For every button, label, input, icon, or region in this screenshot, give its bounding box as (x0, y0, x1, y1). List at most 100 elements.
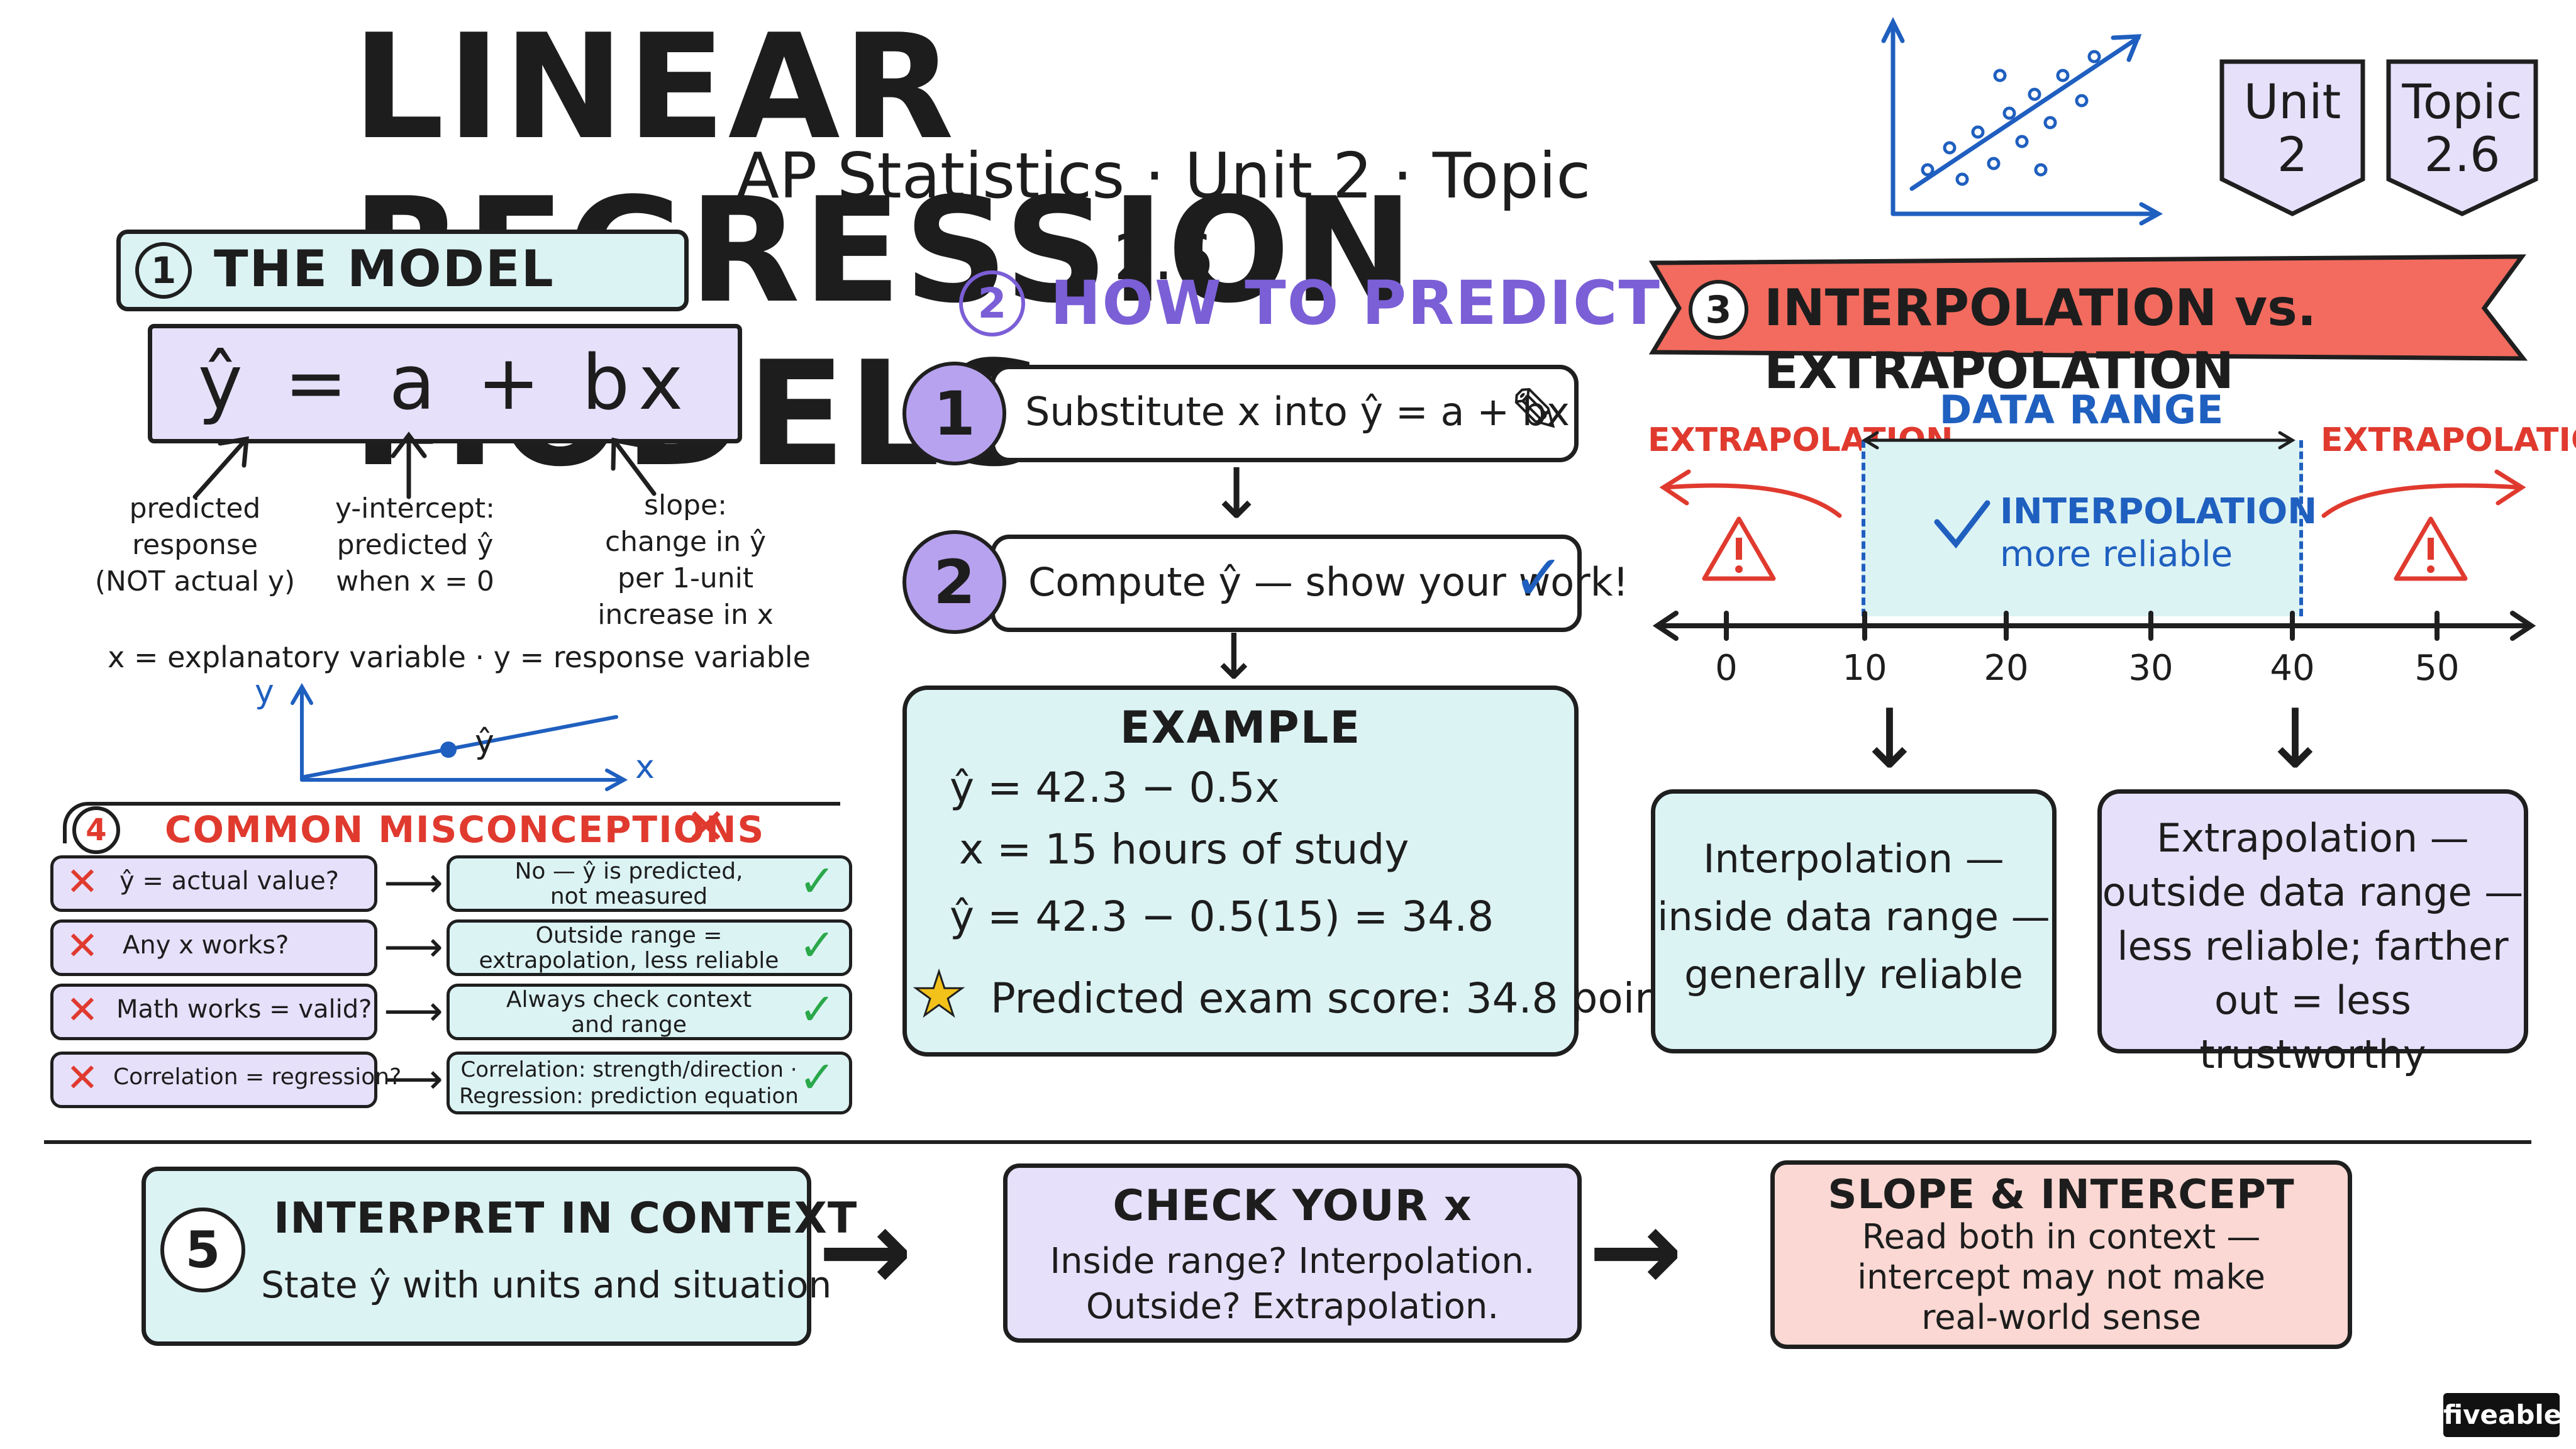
misconception-wrong-text: Math works = valid? (116, 995, 372, 1024)
interpret-context-text: State ŷ with units and situation (261, 1263, 832, 1306)
interpret-context-box (142, 1167, 811, 1346)
step-2-box (991, 535, 1582, 632)
scatter-plot-icon (1881, 17, 2163, 226)
step-1-number: 1 (902, 362, 1006, 465)
extrapolation-box (2097, 789, 2528, 1053)
misconception-wrong-3 (50, 984, 377, 1040)
arrow-right-icon: ⟶ (384, 1055, 443, 1103)
star-icon: ★ (911, 958, 967, 1031)
interpolation-region (1862, 440, 2303, 616)
check-icon: ✓ (799, 1052, 836, 1103)
wrong-x-icon: ✕ (66, 858, 99, 904)
number-line-diagram (1652, 431, 2536, 641)
section-number-1: 1 (135, 242, 192, 299)
arrow-down-icon: ↓ (1208, 620, 1260, 694)
interpret-context-title: INTERPRET IN CONTEXT (274, 1194, 858, 1243)
arrow-down-icon: ↓ (2261, 691, 2329, 787)
misconception-wrong-1 (50, 855, 377, 912)
misconception-wrong-text: Any x works? (123, 931, 289, 960)
misconception-right-4 (447, 1052, 852, 1114)
page-subtitle: AP Statistics · Unit 2 · Topic 2.6 (736, 139, 1591, 294)
tick-label: 20 (1984, 648, 2029, 689)
mini-regression-graph (291, 682, 628, 791)
wrong-x-icon: ✕ (66, 987, 99, 1033)
check-your-x-text: Inside range? Interpolation.Outside? Ext… (1050, 1241, 1535, 1327)
arrow-right-icon: → (818, 1185, 913, 1317)
tick-label: 50 (2414, 648, 2460, 689)
mini-graph-y-label: y (255, 673, 274, 711)
misconception-right-1 (447, 855, 852, 912)
arrow-right-icon: ⟶ (384, 858, 443, 907)
section-number-2: 2 (959, 270, 1025, 336)
misconception-right-2 (447, 919, 852, 976)
model-heading: THE MODEL (214, 240, 555, 298)
variables-definition: x = explanatory variable · y = response … (108, 640, 811, 674)
unit-badge (2219, 59, 2365, 216)
slope-intercept-box (1770, 1160, 2352, 1349)
misconceptions-heading: COMMON MISCONCEPTIONS (165, 808, 765, 851)
misconceptions-heading-underline (63, 802, 840, 843)
example-title: EXAMPLE (1119, 702, 1362, 753)
misconception-wrong-text: Correlation = regression? (113, 1064, 402, 1090)
interp-heading: INTERPOLATION vs. EXTRAPOLATION (1764, 279, 2317, 400)
checkmark-icon: ✓ (1513, 541, 1565, 614)
misconception-right-text: No — ŷ is predicted,not measured (514, 858, 743, 909)
equation-box (148, 324, 742, 443)
interpolation-box (1651, 789, 2057, 1053)
tick-label: 10 (1842, 648, 1887, 689)
fiveable-logo: fiveable (2443, 1393, 2562, 1437)
mini-graph-x-label: x (635, 748, 655, 786)
topic-badge (2386, 59, 2538, 216)
step-2-text: Compute ŷ — show your work! (1028, 559, 1629, 605)
arrow-right-icon: → (1588, 1185, 1683, 1317)
tick-label: 30 (2128, 648, 2174, 689)
step-1-box (991, 365, 1579, 462)
tick-label: 40 (2270, 648, 2315, 689)
model-heading-box (116, 230, 689, 311)
pencil-icon: ✎ (1509, 374, 1562, 448)
extrapolation-box-text: Extrapolation —outside data range —less … (2102, 815, 2524, 1077)
example-line-3: ŷ = 42.3 − 0.5(15) = 34.8 (950, 892, 1494, 941)
step-2-number: 2 (902, 530, 1006, 634)
slope-intercept-text: Read both in context —intercept may not … (1857, 1217, 2265, 1337)
wrong-x-icon: ✕ (66, 923, 99, 969)
misconception-right-3 (447, 984, 852, 1040)
wrong-x-icon: ✕ (66, 1055, 99, 1101)
data-range-label: DATA RANGE (1939, 387, 2224, 433)
check-your-x-title: CHECK YOUR x (1113, 1181, 1472, 1231)
arrow-right-icon: ⟶ (384, 987, 443, 1035)
arrow-down-icon: ↓ (1208, 453, 1266, 534)
slope-intercept-title: SLOPE & INTERCEPT (1828, 1172, 2295, 1218)
check-icon: ✓ (799, 855, 836, 907)
misconception-right-text: Outside range =extrapolation, less relia… (479, 923, 779, 974)
equation-arrows (192, 431, 657, 499)
arrow-right-icon: ⟶ (384, 923, 443, 971)
section-number-5: 5 (160, 1208, 245, 1292)
section-number-4: 4 (72, 806, 120, 854)
misconception-wrong-4 (50, 1052, 377, 1108)
misconception-right-text: Correlation: strength/direction ·Regress… (459, 1057, 799, 1109)
extrapolation-right-label: EXTRAPOLATION (2321, 421, 2576, 459)
tick-label: 0 (1715, 648, 1738, 689)
misconception-wrong-2 (50, 919, 377, 976)
interp-heading-banner (1648, 254, 2528, 361)
example-result: Predicted exam score: 34.8 points (991, 974, 1699, 1023)
misconceptions-x-icon: ✕ (686, 799, 727, 855)
misconception-wrong-text: ŷ = actual value? (119, 867, 339, 896)
section-number-3: 3 (1689, 280, 1748, 340)
example-box (902, 686, 1579, 1057)
predict-heading: HOW TO PREDICT (1050, 268, 1661, 338)
interpolation-box-text: Interpolation —inside data range —genera… (1657, 836, 2050, 997)
arrow-down-icon: ↓ (1855, 691, 1924, 787)
section-divider (44, 1140, 2531, 1144)
check-icon: ✓ (799, 984, 836, 1035)
regression-equation: ŷ = a + bx (197, 340, 692, 427)
check-your-x-box (1003, 1163, 1582, 1343)
